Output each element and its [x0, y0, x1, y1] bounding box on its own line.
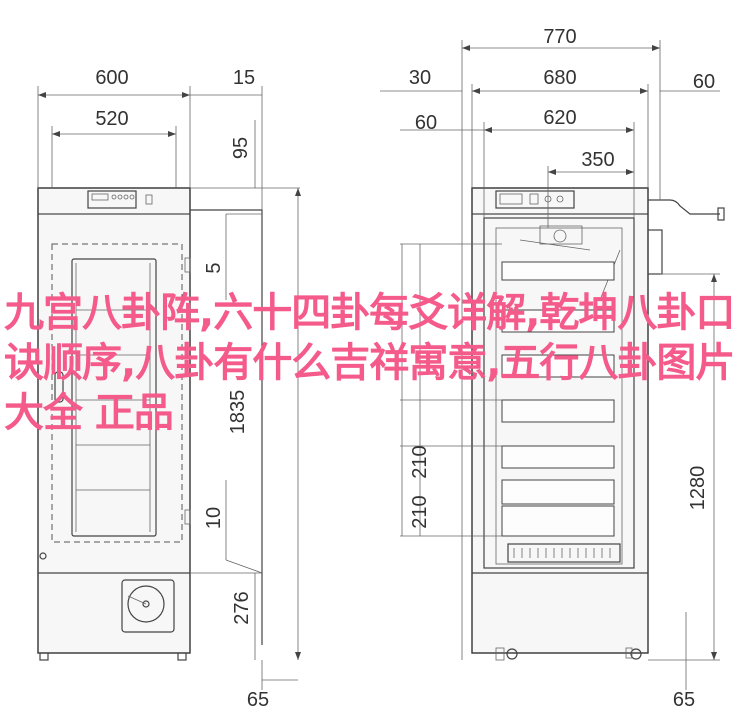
dimension-60-right: 60	[693, 71, 715, 93]
power-cable-icon	[648, 199, 720, 215]
front-view	[37, 187, 263, 661]
inner-chamber	[483, 217, 635, 569]
dimension-1280: 1280	[687, 466, 709, 511]
dimension-15: 15	[233, 67, 255, 89]
dimension-620: 620	[543, 107, 576, 129]
side-view	[471, 187, 725, 661]
overlay-title: 九宫八卦阵,六十四卦每爻详解,乾坤八卦口诀顺序,八卦有什么吉祥寓意,五行八卦图片…	[4, 290, 735, 436]
dimension-65-right: 65	[673, 689, 695, 711]
side-control-panel-icon	[495, 190, 575, 209]
dimension-95: 95	[230, 137, 252, 159]
front-cabinet-body	[37, 187, 191, 654]
dimension-770: 770	[543, 26, 576, 48]
dimension-350: 350	[581, 149, 614, 171]
front-door-outline	[51, 243, 183, 543]
dimension-680: 680	[543, 67, 576, 89]
dimension-1835: 1835	[227, 390, 249, 435]
dimension-276: 276	[231, 591, 253, 624]
foot-right	[177, 652, 187, 661]
dimension-60-left: 60	[415, 112, 437, 134]
front-top-panel	[37, 187, 191, 215]
front-view-dimensions: 600 15 520 95 5 1835 10 276 65	[37, 67, 301, 711]
foot-left	[39, 652, 49, 661]
dimension-520: 520	[95, 108, 128, 130]
caster-left-icon	[506, 648, 518, 660]
door-handle-icon	[54, 371, 64, 403]
glass-window	[71, 258, 157, 537]
dimension-210-lower: 210	[409, 495, 431, 528]
vent-grille	[507, 543, 621, 563]
control-display-icon	[87, 190, 137, 209]
chart-recorder-icon	[121, 579, 175, 633]
dimension-30: 30	[409, 67, 431, 89]
dimension-600: 600	[95, 67, 128, 89]
dimension-10: 10	[203, 507, 225, 529]
caster-right-icon	[630, 648, 642, 660]
side-view-dimensions: 770 30 680 60 60 620 350 210	[380, 26, 720, 711]
dimension-210-upper: 210	[409, 445, 431, 478]
dimension-65-left: 65	[247, 689, 269, 711]
dimension-5: 5	[203, 262, 225, 273]
